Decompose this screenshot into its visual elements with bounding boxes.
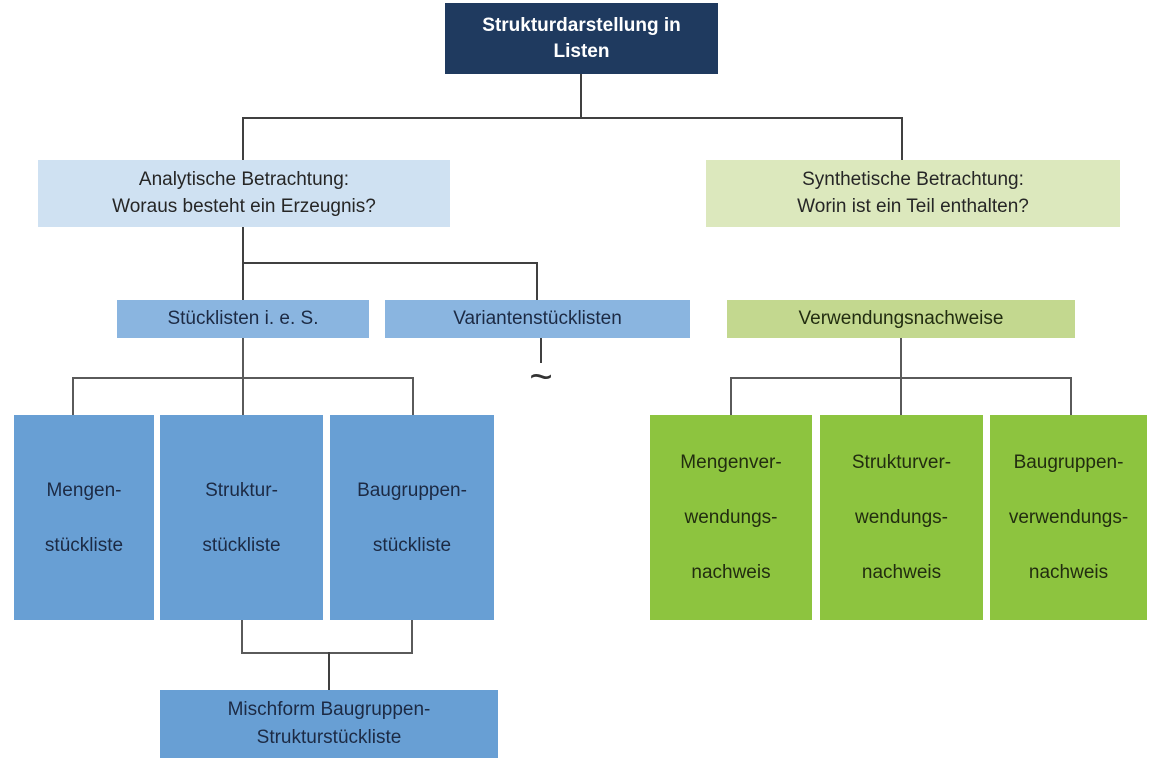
connector-stuecklisten-stem <box>242 338 244 415</box>
connector-merge-horizontal <box>241 652 413 654</box>
node-mengenstueckliste: Mengen- stückliste <box>14 415 154 620</box>
connector-level1-horizontal <box>242 117 903 119</box>
node-mengenverwendungsnachweis: Mengenver- wendungs- nachweis <box>650 415 812 620</box>
connector-verwendung-stem <box>900 338 902 415</box>
node-stuecklisten: Stücklisten i. e. S. <box>117 300 369 338</box>
node-synthetic-header: Synthetische Betrachtung: Worin ist ein … <box>706 160 1120 227</box>
connector-verwendung-horizontal <box>730 377 1072 379</box>
connector-merge-left <box>241 620 243 654</box>
connector-analytic-horizontal <box>242 262 538 264</box>
connector-varianten-tail <box>540 338 542 363</box>
node-mischform: Mischform Baugruppen- Strukturstückliste <box>160 690 498 758</box>
node-analytic-header: Analytische Betrachtung: Woraus besteht … <box>38 160 450 227</box>
tilde-symbol: ~ <box>529 355 553 399</box>
connector-root-stem <box>580 74 582 118</box>
node-strukturstueckliste: Struktur- stückliste <box>160 415 323 620</box>
node-verwendungsnachweise: Verwendungsnachweise <box>727 300 1075 338</box>
node-root: Strukturdarstellung in Listen <box>445 3 718 74</box>
node-baugruppenverwendungsnachweis: Baugruppen- verwendungs- nachweis <box>990 415 1147 620</box>
connector-drop-mengenver <box>730 377 732 415</box>
connector-merge-stem <box>328 652 330 690</box>
node-variantenstuecklisten: Variantenstücklisten <box>385 300 690 338</box>
connector-stuecklisten-horizontal <box>72 377 414 379</box>
connector-drop-baugruppenver <box>1070 377 1072 415</box>
connector-drop-synthetic <box>901 117 903 160</box>
connector-drop-varianten <box>536 262 538 300</box>
connector-drop-analytic <box>242 117 244 160</box>
node-baugruppenstueckliste: Baugruppen- stückliste <box>330 415 494 620</box>
node-strukturverwendungsnachweis: Strukturver- wendungs- nachweis <box>820 415 983 620</box>
connector-drop-mengen <box>72 377 74 415</box>
connector-drop-baugruppen <box>412 377 414 415</box>
connector-merge-right <box>411 620 413 654</box>
